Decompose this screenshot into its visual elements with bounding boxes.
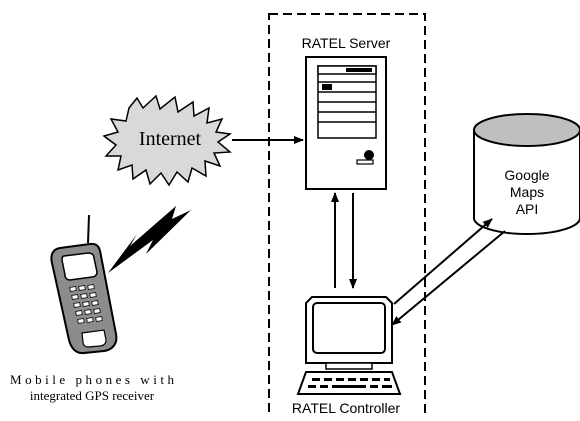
wireless-signal-icon	[108, 206, 191, 273]
phone-caption-line2: integrated GPS receiver	[30, 388, 155, 403]
internet-label: Internet	[139, 128, 202, 150]
controller-label: RATEL Controller	[292, 400, 400, 416]
controller-to-database-arrow	[393, 218, 493, 305]
database-label-line1: Google	[504, 167, 549, 183]
database-label-line2: Maps	[510, 184, 544, 200]
server-label: RATEL Server	[302, 35, 391, 51]
phone-caption-line1: Mobile phones with	[10, 372, 174, 387]
mobile-phone-icon	[50, 214, 118, 355]
internet-cloud: Internet	[102, 94, 233, 187]
controller-label-background	[272, 398, 422, 420]
database-to-controller-arrow	[391, 230, 506, 326]
database-label-line3: API	[516, 201, 539, 217]
google-maps-api-database: Google Maps API	[473, 113, 580, 235]
controller-computer-icon	[296, 296, 402, 395]
server-tower-icon	[305, 56, 387, 190]
